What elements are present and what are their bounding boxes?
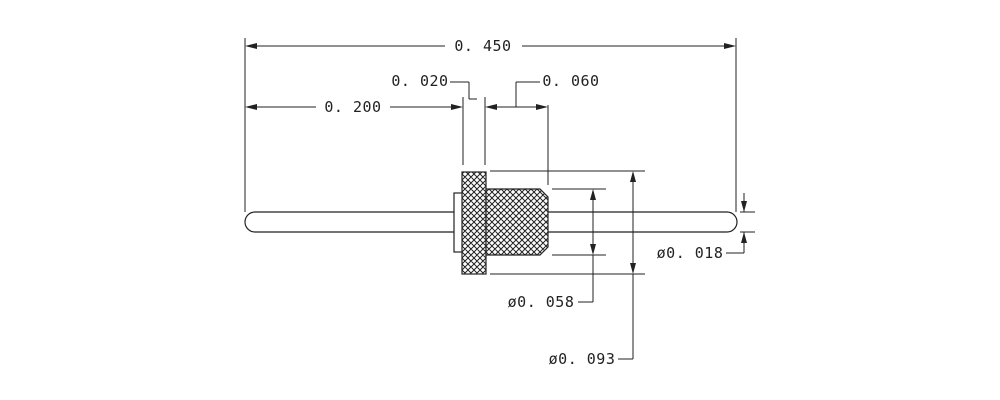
dim-overall-length-label: 0. 450 <box>454 37 511 55</box>
dim-pin-diameter-label: ø0. 018 <box>657 244 724 262</box>
extension-lines <box>244 38 755 275</box>
dim-knurl-diameter-label: ø0. 058 <box>508 293 575 311</box>
dim-pin-diameter: ø0. 018 <box>657 193 747 262</box>
pin-assembly <box>244 171 738 275</box>
dim-knurl-length-label: 0. 060 <box>542 72 599 90</box>
dim-flange-thickness: 0. 020 <box>391 72 477 100</box>
dim-pin-length-label: 0. 200 <box>324 98 381 116</box>
dim-flange-diameter-label: ø0. 093 <box>549 350 616 368</box>
dim-knurl-diameter: ø0. 058 <box>508 189 596 311</box>
dim-overall-length: 0. 450 <box>245 37 736 55</box>
flange <box>461 171 487 275</box>
dim-flange-thickness-label: 0. 020 <box>391 72 448 90</box>
dim-flange-diameter: ø0. 093 <box>549 171 636 368</box>
dim-knurl-length: 0. 060 <box>485 72 599 110</box>
knurled-body <box>485 188 549 256</box>
dim-pin-length: 0. 200 <box>245 98 463 116</box>
